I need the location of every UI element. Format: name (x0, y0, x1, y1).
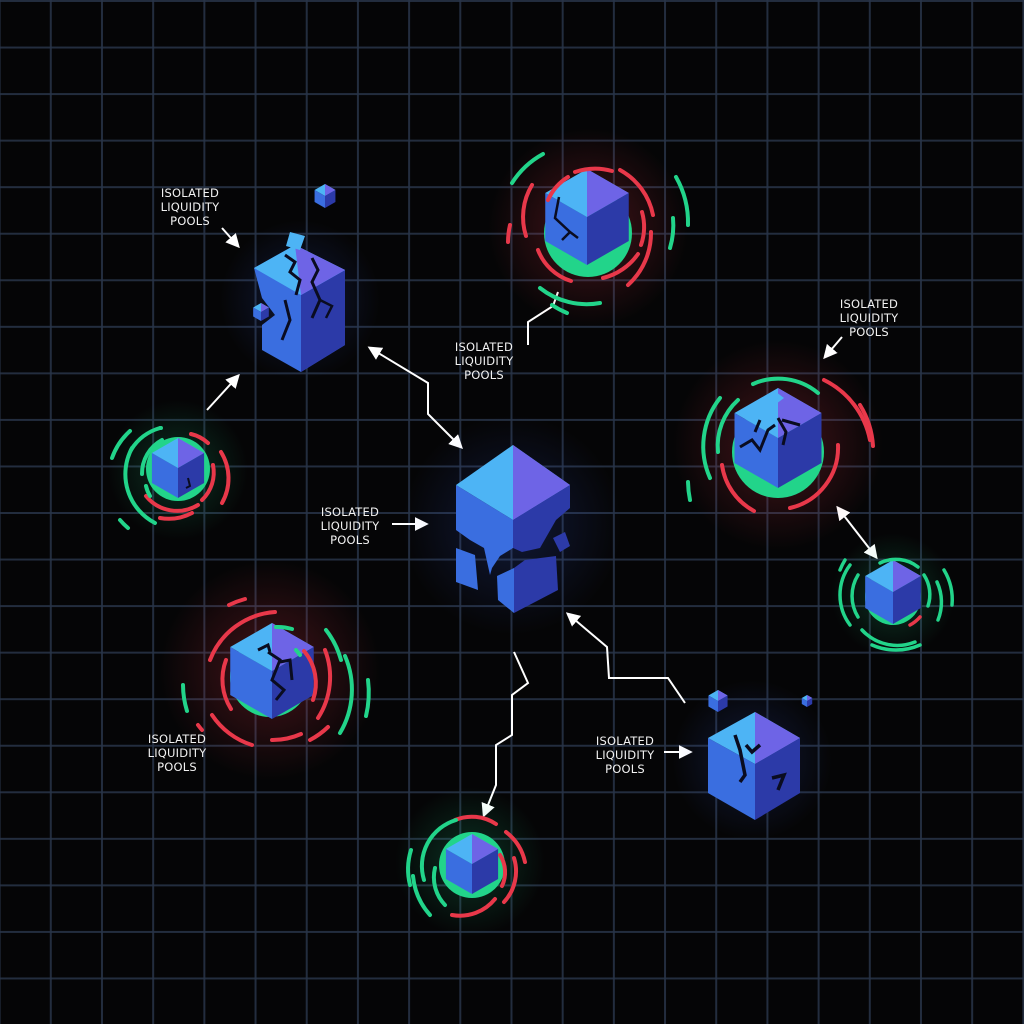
arrow-label-top-left (221, 227, 240, 249)
arrow-left-to-pillar (206, 373, 240, 411)
bottom-right-fractured-cube (672, 680, 832, 840)
left-small-pool (108, 400, 248, 540)
label-top-right: ISOLATED LIQUIDITY POOLS (839, 297, 899, 339)
bottom-center-pool (395, 787, 545, 937)
right-pool (673, 340, 883, 550)
label-top-left: ISOLATED LIQUIDITY POOLS (160, 186, 220, 228)
bottom-left-pool (160, 560, 380, 780)
central-fractured-pillar (402, 415, 622, 635)
arrow-bottom-right-to-center (565, 612, 686, 704)
label-center: ISOLATED LIQUIDITY POOLS (320, 505, 380, 547)
arrow-pillar-to-center (367, 346, 463, 449)
label-bottom-left: ISOLATED LIQUIDITY POOLS (147, 732, 207, 774)
top-left-fractured-pillar (220, 184, 380, 380)
far-right-small-pool (831, 533, 955, 657)
top-center-pool (488, 128, 691, 328)
label-top-center: ISOLATED LIQUIDITY POOLS (454, 340, 514, 382)
label-bottom-right: ISOLATED LIQUIDITY POOLS (595, 734, 655, 776)
arrow-center-to-bottom (481, 651, 530, 818)
